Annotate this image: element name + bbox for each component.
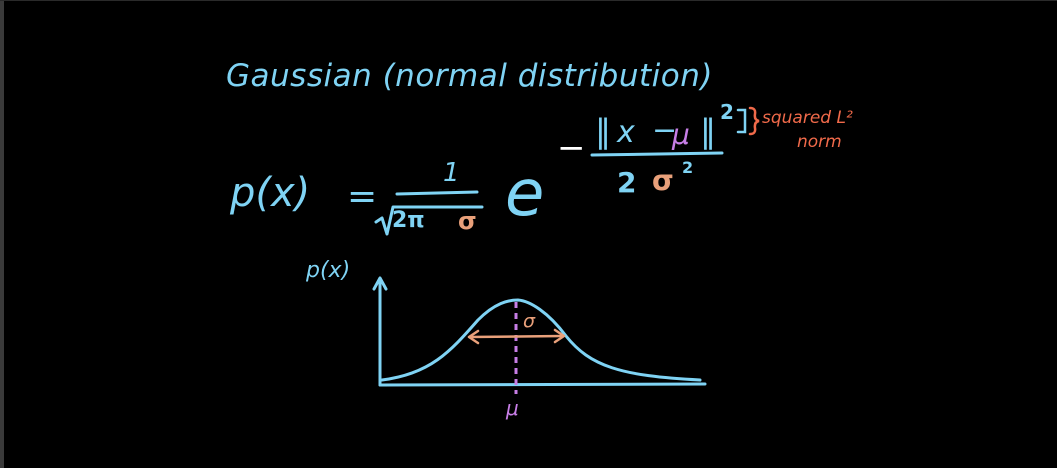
exponent-fraction-bar bbox=[590, 151, 724, 157]
y-axis-arrow bbox=[372, 276, 388, 291]
formula-equals: = bbox=[347, 176, 378, 217]
top-border bbox=[0, 0, 1057, 1]
exponent-negative-sign: − bbox=[557, 128, 586, 168]
y-axis-label: p(x) bbox=[306, 258, 351, 283]
exponent-denominator-sigma: σ bbox=[652, 164, 674, 197]
norm-exponent: 2 bbox=[720, 100, 734, 124]
fraction-numerator: 1 bbox=[443, 158, 460, 188]
exponent-minus: − bbox=[652, 113, 678, 148]
norm-open-bars: ‖ bbox=[595, 112, 611, 150]
norm-close-bars: ‖ bbox=[700, 112, 716, 150]
annotation-line2: norm bbox=[797, 132, 842, 152]
sigma-arrow-left-head bbox=[467, 329, 480, 345]
sqrt-sign bbox=[374, 205, 484, 236]
exponential-base: e bbox=[505, 157, 545, 231]
annotation-line1: squared L² bbox=[762, 108, 853, 128]
exponent-mu: μ bbox=[672, 118, 690, 151]
width-label: σ bbox=[523, 310, 536, 332]
sigma-squared-exponent: 2 bbox=[682, 158, 694, 177]
exponent-denominator-two: 2 bbox=[617, 166, 637, 199]
mean-label: μ bbox=[506, 396, 519, 420]
left-border bbox=[0, 0, 4, 468]
fraction-sigma: σ bbox=[458, 207, 477, 235]
sigma-arrow-line bbox=[468, 334, 565, 339]
bell-curve bbox=[380, 298, 702, 382]
sqrt-argument: 2π bbox=[392, 208, 425, 233]
x-axis bbox=[378, 382, 707, 387]
bracket-mark bbox=[736, 108, 747, 134]
title: Gaussian (normal distribution) bbox=[226, 58, 713, 94]
sigma-arrow-right-head bbox=[553, 328, 566, 344]
formula-lhs: p(x) bbox=[230, 170, 311, 216]
annotation-brace bbox=[748, 106, 760, 136]
fraction-bar bbox=[395, 190, 479, 196]
exponent-x: x bbox=[617, 115, 635, 150]
